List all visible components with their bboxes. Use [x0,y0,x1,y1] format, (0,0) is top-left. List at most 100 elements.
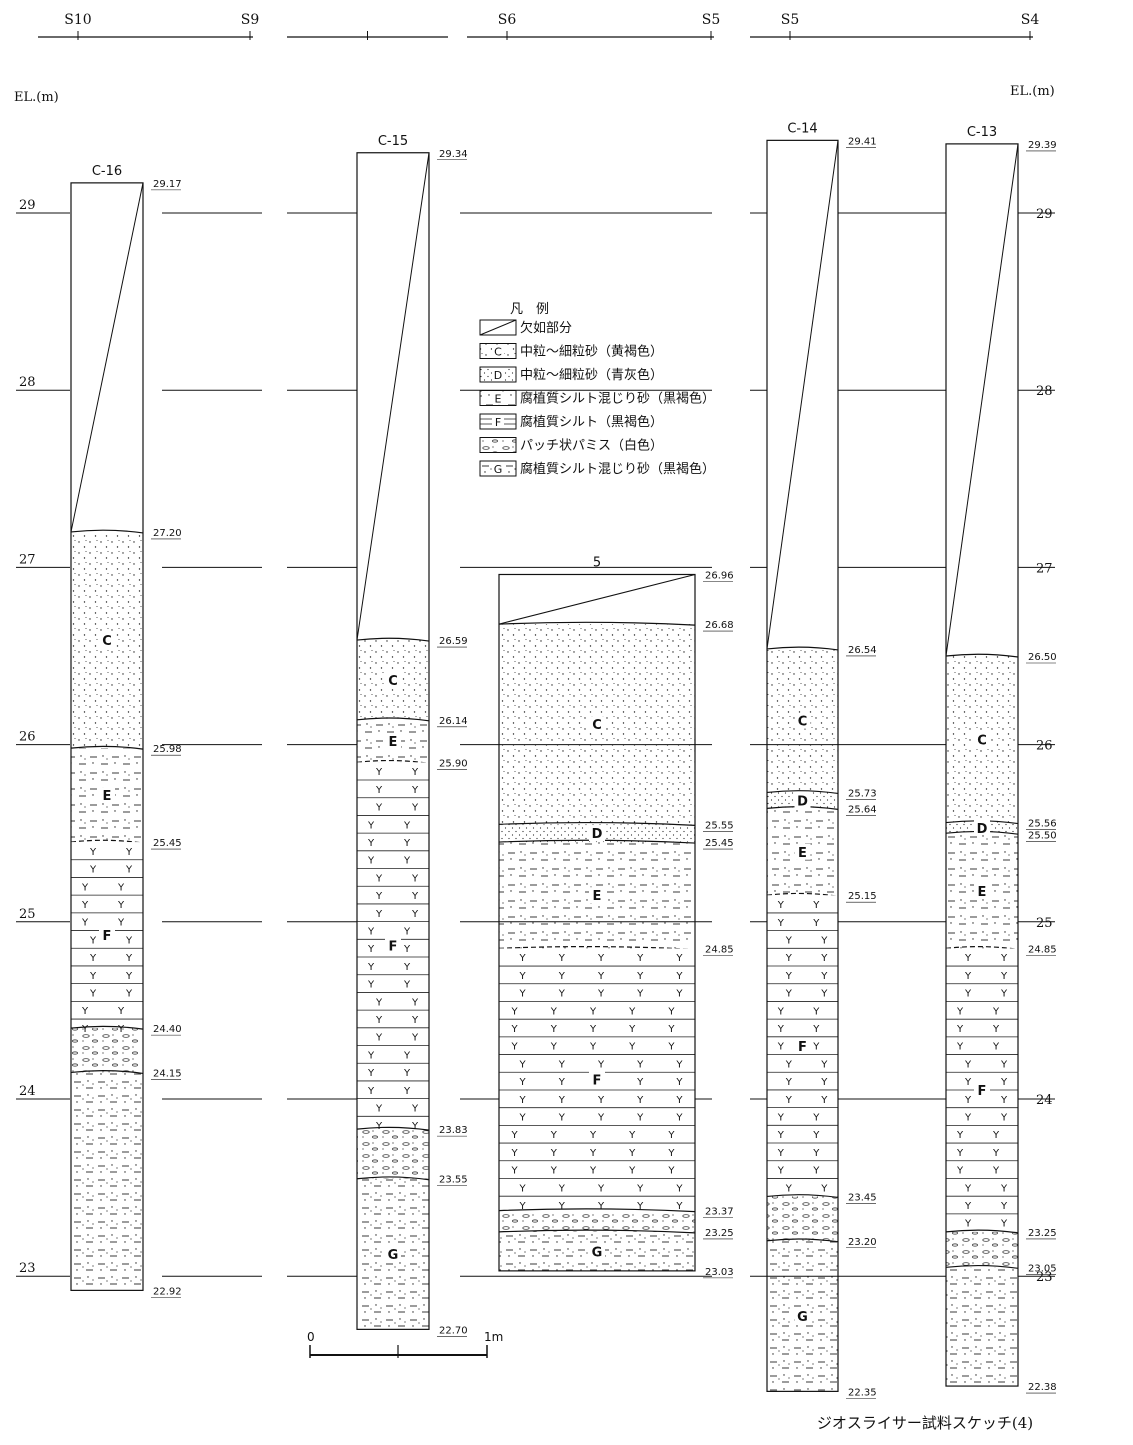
layer-pumice [946,1231,1018,1268]
boundary-elevation-label: 25.90 [439,758,468,769]
boundary-elevation-label: 23.25 [1028,1228,1057,1239]
root-mark: Y [812,1130,820,1141]
root-mark: Y [375,785,383,796]
root-mark: Y [125,989,133,1000]
column-outline [70,182,144,1291]
root-mark: Y [589,1024,597,1035]
root-mark: Y [992,1006,1000,1017]
boundary-elevation-label: 23.20 [848,1237,877,1248]
column-name: 5 [593,555,601,570]
elevation-tick-label-right: 25 [1036,916,1053,931]
root-mark: Y [964,1113,972,1124]
root-mark: Y [367,1068,375,1079]
root-mark: Y [785,1059,793,1070]
root-mark: Y [367,820,375,831]
root-mark: Y [597,953,605,964]
root-mark: Y [125,971,133,982]
root-mark: Y [675,1095,683,1106]
root-mark: Y [1000,971,1008,982]
elevation-unit-right: EL.(m) [1010,84,1055,99]
root-mark: Y [117,882,125,893]
root-mark: Y [375,803,383,814]
layer-code-label: C [798,715,808,730]
root-mark: Y [519,1077,527,1088]
root-mark: Y [964,1095,972,1106]
root-mark: Y [675,989,683,1000]
boundary-elevation-label: 26.96 [705,570,734,581]
scale-start-label: 0 [307,1330,315,1344]
root-mark: Y [89,865,97,876]
root-mark: Y [667,1024,675,1035]
elevation-tick-label-left: 28 [19,375,36,390]
root-mark: Y [511,1166,519,1177]
root-mark: Y [558,1059,566,1070]
root-mark: Y [820,1095,828,1106]
root-mark: Y [812,1166,820,1177]
layer-label-bg [794,1037,811,1054]
root-mark: Y [785,1183,793,1194]
root-mark: Y [1000,953,1008,964]
boundary-elevation-label: 23.83 [439,1125,468,1136]
legend-item-label: 中粒～細粒砂（青灰色） [520,367,663,383]
root-mark: Y [367,944,375,955]
layer-code-label: F [798,1040,807,1055]
legend-code: F [495,416,501,429]
root-mark: Y [812,900,820,911]
layer-code-label: D [797,794,808,809]
layer-code-label: C [102,634,112,649]
boundary-elevation-label: 27.20 [153,528,182,539]
root-mark: Y [1000,1219,1008,1230]
root-mark: Y [125,865,133,876]
layer-label-bg [385,671,401,688]
legend-item-label: 腐植質シルト（黒褐色） [520,414,663,430]
root-mark: Y [964,1201,972,1212]
root-mark: Y [777,1112,785,1123]
layer-code-label: E [798,846,807,861]
boundary-elevation-label: 25.98 [153,744,182,755]
column-outline [498,573,696,1272]
legend-code-bg [492,344,504,358]
root-mark: Y [628,1130,636,1141]
root-mark: Y [117,918,125,929]
legend-item-label: 中粒～細粒砂（黄褐色） [520,344,663,360]
layer-label-bg [794,712,811,729]
boundary-elevation-label: 24.40 [153,1024,182,1035]
elevation-tick-label-left: 26 [19,730,36,745]
boundary-elevation-label: 29.17 [153,179,182,190]
root-mark: Y [820,935,828,946]
root-mark: Y [812,1024,820,1035]
layer-G [946,1267,1018,1387]
layer-boundary [498,821,696,826]
root-mark: Y [964,971,972,982]
root-mark: Y [812,1112,820,1123]
root-mark: Y [777,900,785,911]
root-mark: Y [558,1201,566,1212]
root-mark: Y [675,1077,683,1088]
root-mark: Y [81,900,89,911]
boundary-elevation-label: 23.05 [1028,1263,1057,1274]
layer-label-bg [589,1243,605,1260]
column-outline [356,152,430,1330]
root-mark: Y [785,1095,793,1106]
boundary-elevation-label: 23.03 [705,1267,734,1278]
missing-diagonal [498,574,696,625]
root-mark: Y [550,1130,558,1141]
root-mark: Y [597,989,605,1000]
layer-label-bg [794,792,811,809]
elevation-unit-left: EL.(m) [14,90,59,105]
layer-code-label: G [797,1310,808,1325]
layer-label-bg [974,882,990,899]
missing-diagonal [945,143,1019,657]
boundary-elevation-label: 29.34 [439,149,468,160]
root-mark: Y [636,1201,644,1212]
column-name: C-13 [967,125,997,140]
boundary-elevation-label: 25.64 [848,804,877,815]
root-mark: Y [81,1006,89,1017]
root-mark: Y [785,971,793,982]
root-mark: Y [597,1095,605,1106]
root-mark: Y [667,1166,675,1177]
root-mark: Y [558,1095,566,1106]
root-mark: Y [519,1113,527,1124]
root-mark: Y [636,989,644,1000]
